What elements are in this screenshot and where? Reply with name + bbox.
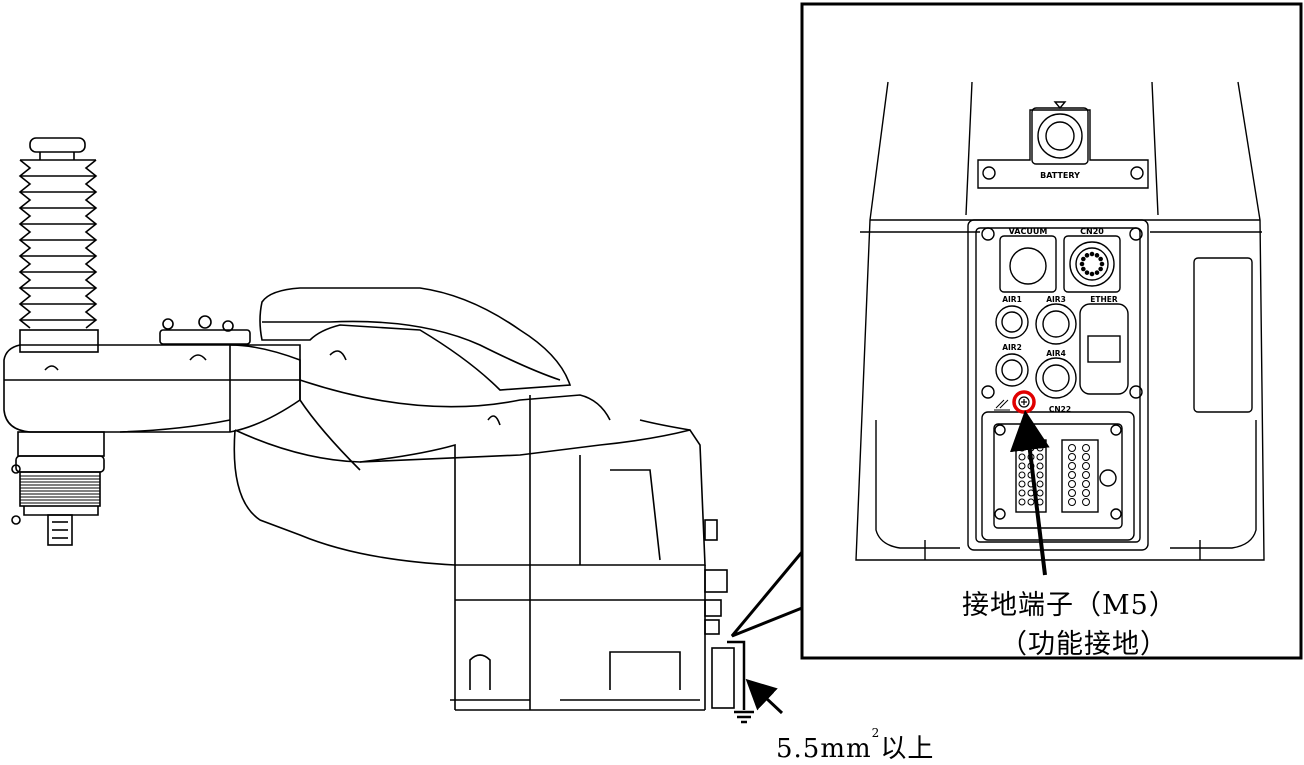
connector-pin: [1082, 444, 1090, 452]
cn22-label: CN22: [1049, 405, 1071, 414]
air4-label: AIR4: [1046, 349, 1066, 358]
arm-1: [3, 344, 301, 433]
air3-label: AIR3: [1046, 295, 1066, 304]
connector-pin: [1068, 480, 1076, 488]
arm-2: [230, 287, 611, 471]
cn20-pin: [1079, 261, 1085, 267]
ether-label: ETHER: [1090, 295, 1118, 304]
cn20-label: CN20: [1080, 227, 1104, 236]
connector-pin: [1036, 471, 1044, 479]
connector-pin: [1082, 462, 1090, 470]
connector-pin: [1036, 462, 1044, 470]
bellows: [18, 137, 99, 353]
cn20-pin: [1094, 270, 1100, 275]
rear-connectors: [704, 519, 735, 709]
robot-base: [233, 395, 706, 711]
cn20-pin: [1081, 266, 1086, 272]
panel-labels: BATTERY VACUUM CN20 AIR1 AIR3 ETHER AIR2…: [1002, 171, 1118, 414]
wire-size-arrow: [745, 678, 784, 715]
callout-box: [800, 2, 1303, 660]
connector-pin: [1068, 498, 1076, 506]
ground-terminal: [994, 390, 1036, 414]
wire-size-sup: 2: [871, 726, 881, 741]
wire-size-suffix: 以上: [880, 734, 935, 764]
connector-pin: [1082, 489, 1090, 497]
connector-pin: [1036, 453, 1044, 461]
robot-side-view: [3, 137, 735, 711]
wire-size-prefix: 5.5mm: [776, 734, 872, 764]
top-cover: [159, 315, 251, 345]
connector-pin: [1018, 471, 1026, 479]
connector-pin: [1018, 480, 1026, 488]
connector-pin: [1082, 471, 1090, 479]
connector-pin: [1082, 453, 1090, 461]
connector-pin: [1036, 489, 1044, 497]
cn20-pin: [1084, 253, 1090, 258]
cn20-pin: [1089, 271, 1095, 277]
connector-pin: [1068, 462, 1076, 470]
wire-size-label: 5.5mm2以上: [776, 726, 935, 765]
connector-pin: [1068, 444, 1076, 452]
connector-pin: [1018, 444, 1026, 452]
connector-pin: [1036, 444, 1044, 452]
cn20-pin: [1089, 251, 1095, 257]
connector-pin: [1068, 489, 1076, 497]
connector-pin: [1082, 498, 1090, 506]
connector-pin: [1082, 480, 1090, 488]
functional-ground-label: （功能接地）: [1000, 629, 1168, 660]
cn20-pin: [1084, 270, 1090, 275]
ground-wire: [727, 640, 754, 724]
connector-pin: [1036, 480, 1044, 488]
connector-pin: [1018, 498, 1026, 506]
cn20-pin: [1099, 261, 1105, 267]
connector-pin: [1018, 489, 1026, 497]
cn20-pin: [1098, 256, 1103, 262]
spline-shaft: [11, 431, 105, 546]
air2-label: AIR2: [1002, 343, 1022, 352]
vacuum-label: VACUUM: [1009, 227, 1048, 236]
battery-label: BATTERY: [1040, 171, 1080, 180]
terminal-arrow: [1009, 410, 1050, 576]
connector-pin: [1018, 462, 1026, 470]
cn20-pin: [1081, 256, 1086, 262]
cn20-pin: [1098, 266, 1103, 272]
cn20-pin: [1094, 253, 1100, 258]
ground-terminal-label: 接地端子（M5）: [962, 590, 1177, 621]
callout-pointer: [730, 551, 804, 638]
connector-pin: [1018, 453, 1026, 461]
shaft-threads: [20, 475, 100, 504]
connector-pin: [1068, 471, 1076, 479]
connector-pin: [1027, 498, 1035, 506]
connector-pin: [1068, 453, 1076, 461]
detail-view: [855, 81, 1265, 561]
air1-label: AIR1: [1002, 295, 1022, 304]
